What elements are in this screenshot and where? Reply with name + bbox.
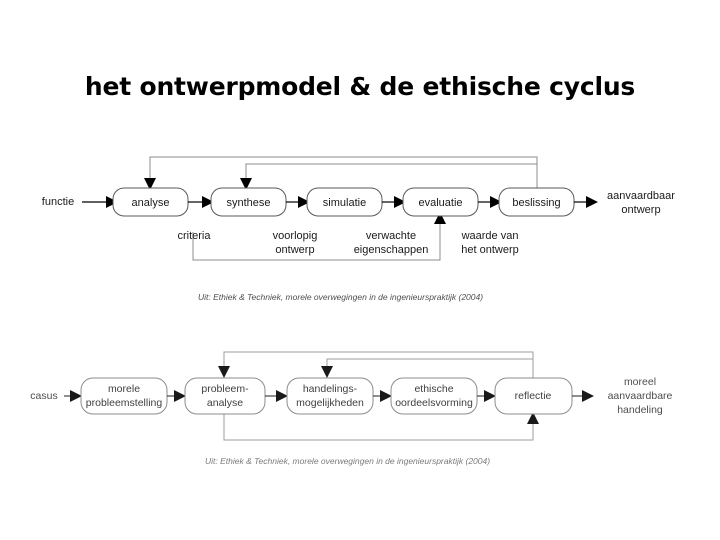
arrowhead-functie xyxy=(106,196,118,208)
feedback-reflectie-to-probleemanalyse xyxy=(223,351,534,378)
arrowhead-oordeelsvorming-reflectie xyxy=(484,390,496,402)
label-verwachte-eigenschappen-line1: verwachte xyxy=(366,230,416,242)
node-morele-probleemstelling-line2: probleemstelling xyxy=(86,397,163,409)
node-analyse-label: analyse xyxy=(132,197,170,209)
label-casus: casus xyxy=(30,390,57,402)
arrowhead-casus xyxy=(70,390,82,402)
label-waarde-van-het-ontwerp-line2: het ontwerp xyxy=(461,244,518,256)
arrowhead-into-probleemanalyse xyxy=(218,366,230,378)
node-handelings-mogelijkheden-line2: mogelijkheden xyxy=(296,397,364,409)
source-note-ethische-cyclus: Uit: Ethiek & Techniek, morele overwegin… xyxy=(205,456,491,466)
page-title: het ontwerpmodel & de ethische cyclus xyxy=(84,72,636,101)
feedback-beslissing-to-synthese xyxy=(245,163,538,190)
arrowhead-probleemstelling-analyse xyxy=(174,390,186,402)
node-ethische-oordeelsvorming-line2: oordeelsvorming xyxy=(395,397,473,409)
arrowhead-output xyxy=(586,196,598,208)
arrowhead-into-analyse xyxy=(144,178,156,190)
arrowhead-output-handeling xyxy=(582,390,594,402)
arrowhead-evaluatie-beslissing xyxy=(490,196,502,208)
label-criteria: criteria xyxy=(177,230,211,242)
node-probleem-analyse-line1: probleem- xyxy=(201,383,249,395)
label-waarde-van-het-ontwerp-line1: waarde van xyxy=(461,230,519,242)
node-evaluatie-label: evaluatie xyxy=(418,197,462,209)
feedback-beslissing-to-analyse xyxy=(149,156,538,190)
node-simulatie-label: simulatie xyxy=(323,197,366,209)
feedback-probleemanalyse-to-reflectie xyxy=(223,414,534,441)
node-synthese-label: synthese xyxy=(226,197,270,209)
arrowhead-into-reflectie-bottom xyxy=(527,412,539,424)
source-note-ontwerpmodel: Uit: Ethiek & Techniek, morele overwegin… xyxy=(198,292,484,302)
arrowhead-into-synthese xyxy=(240,178,252,190)
label-voorlopig-ontwerp-line1: voorlopig xyxy=(273,230,318,242)
node-ethische-oordeelsvorming-line1: ethische xyxy=(414,383,453,395)
diagram-ontwerpmodel: functie analyse synthese simulatie evalu… xyxy=(0,140,720,285)
arrowhead-simulatie-evaluatie xyxy=(394,196,406,208)
arrowhead-analyse-handelings xyxy=(276,390,288,402)
diagram-ethische-cyclus: casus morele probleemstelling probleem- … xyxy=(0,340,720,480)
arrowhead-into-handelingsmogelijkheden xyxy=(321,366,333,378)
label-moreel-aanvaardbare-handeling-line1: moreel xyxy=(624,376,656,388)
node-reflectie-label: reflectie xyxy=(515,390,552,402)
arrowhead-handelings-oordeelsvorming xyxy=(380,390,392,402)
node-probleem-analyse-line2: analyse xyxy=(207,397,243,409)
label-verwachte-eigenschappen-line2: eigenschappen xyxy=(354,244,429,256)
feedback-reflectie-to-handelingsmogelijkheden xyxy=(326,358,534,378)
label-moreel-aanvaardbare-handeling-line3: handeling xyxy=(617,404,663,416)
node-beslissing-label: beslissing xyxy=(512,197,560,209)
node-handelings-mogelijkheden-line1: handelings- xyxy=(303,383,358,395)
label-aanvaardbaar-ontwerp-line2: ontwerp xyxy=(621,204,660,216)
feedback-criteria-to-evaluatie xyxy=(192,224,441,261)
label-moreel-aanvaardbare-handeling-line2: aanvaardbare xyxy=(608,390,673,402)
label-voorlopig-ontwerp-line2: ontwerp xyxy=(275,244,314,256)
label-functie: functie xyxy=(42,196,74,208)
node-morele-probleemstelling-line1: morele xyxy=(108,383,140,395)
arrowhead-analyse-synthese xyxy=(202,196,214,208)
label-aanvaardbaar-ontwerp-line1: aanvaardbaar xyxy=(607,190,675,202)
arrowhead-into-evaluatie xyxy=(434,212,446,224)
arrowhead-synthese-simulatie xyxy=(298,196,310,208)
